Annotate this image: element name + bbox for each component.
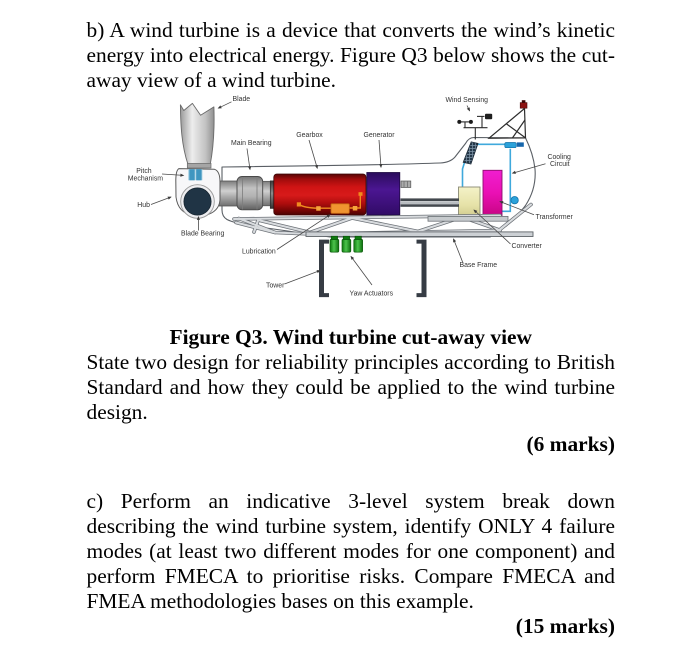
svg-text:Mechanism: Mechanism	[128, 175, 163, 182]
svg-text:Hub: Hub	[137, 202, 150, 209]
svg-text:Tower: Tower	[266, 283, 285, 290]
svg-text:Blade: Blade	[233, 96, 251, 103]
svg-text:Cooling: Cooling	[548, 154, 572, 161]
svg-text:Wind Sensing: Wind Sensing	[446, 97, 489, 104]
svg-text:Generator: Generator	[364, 132, 396, 139]
svg-text:Yaw Actuators: Yaw Actuators	[350, 291, 394, 298]
svg-text:Main Bearing: Main Bearing	[231, 140, 272, 147]
svg-text:Base Frame: Base Frame	[460, 262, 498, 269]
svg-text:Circuit: Circuit	[550, 161, 570, 168]
svg-text:Pitch: Pitch	[136, 168, 151, 175]
svg-text:Converter: Converter	[512, 243, 543, 250]
svg-text:Blade Bearing: Blade Bearing	[181, 231, 224, 238]
svg-text:Gearbox: Gearbox	[296, 132, 323, 139]
svg-text:Lubrication: Lubrication	[242, 249, 276, 256]
svg-text:Transformer: Transformer	[536, 214, 574, 221]
